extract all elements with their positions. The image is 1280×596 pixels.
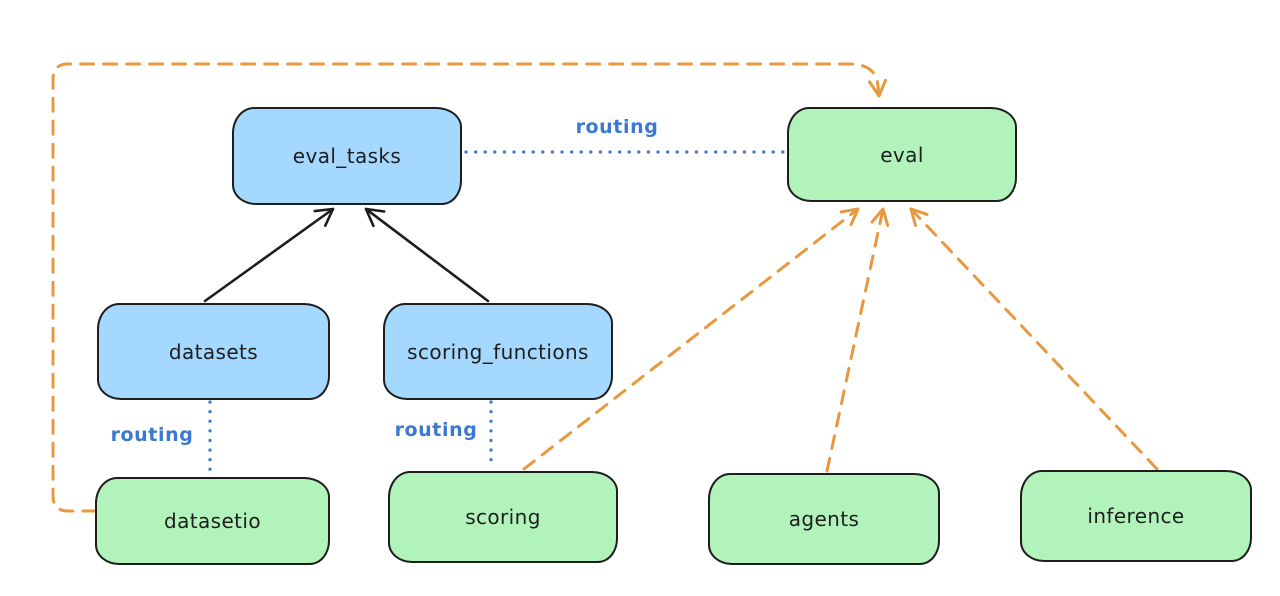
node-datasets-label: datasets (168, 339, 259, 364)
node-scoring-label: scoring (465, 505, 541, 529)
node-eval-tasks-label: eval_tasks (292, 144, 402, 168)
edge-label-routing-datasets-datasetio: routing (110, 424, 194, 446)
node-agents-label: agents (788, 507, 860, 531)
node-inference-label: inference (1087, 504, 1185, 528)
edge-scoring-to-eval (522, 207, 860, 471)
node-scoring-functions-label: scoring_functions (407, 339, 589, 364)
edge-inference-to-eval (909, 207, 1159, 471)
node-eval-tasks: eval_tasks (232, 104, 462, 205)
node-inference: inference (1020, 467, 1252, 562)
edge-label-routing-eval-tasks-eval: routing (575, 116, 659, 138)
edge-datasets-to-eval-tasks (203, 207, 335, 303)
node-scoring: scoring (388, 468, 618, 563)
edge-label-routing-scoring-functions-scoring: routing (394, 419, 478, 441)
edge-agents-to-eval (825, 207, 890, 473)
node-datasetio: datasetio (95, 474, 330, 565)
node-scoring-functions: scoring_functions (383, 300, 613, 400)
edge-datasetio-to-eval (51, 62, 887, 513)
edge-scoring-functions-to-eval-tasks (364, 207, 490, 303)
node-datasetio-label: datasetio (163, 509, 261, 533)
node-eval-label: eval (880, 142, 924, 167)
node-eval: eval (787, 104, 1017, 202)
node-agents: agents (708, 470, 940, 565)
node-datasets: datasets (97, 300, 330, 400)
